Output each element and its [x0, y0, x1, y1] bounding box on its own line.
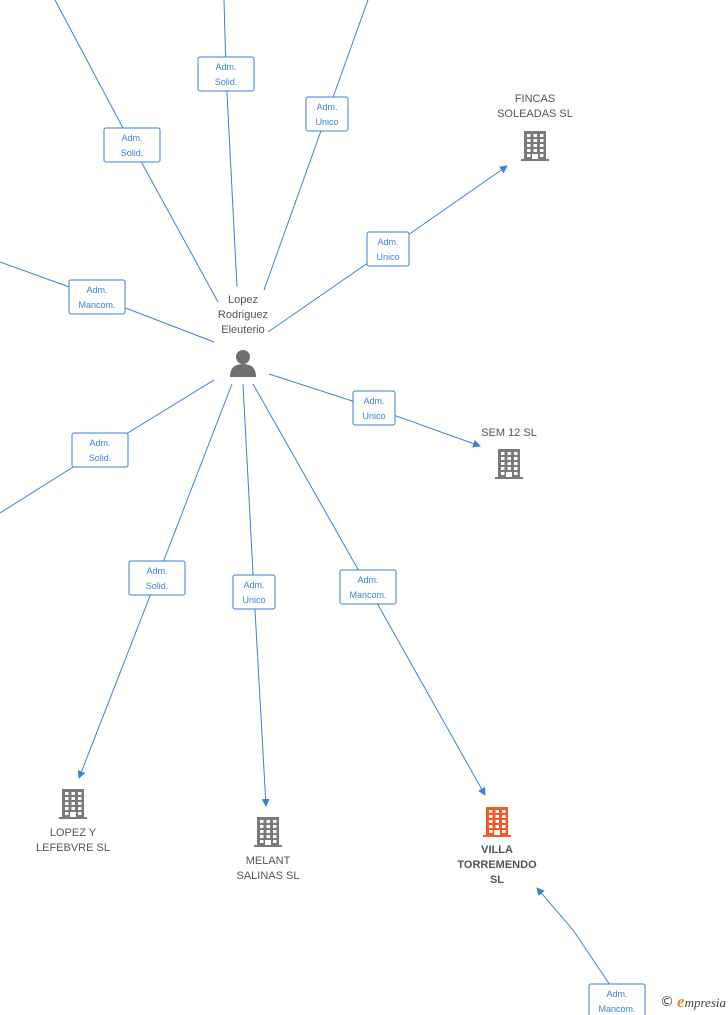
edge-label-text: Adm. [86, 285, 107, 295]
edge-label-text: Unico [376, 252, 399, 262]
edge-label-text: Adm. [215, 62, 236, 72]
company-name: SOLEADAS SL [497, 108, 573, 120]
brand-watermark: © empresia [660, 991, 726, 1013]
person-name: Rodriguez [218, 309, 268, 321]
company-name: SEM 12 SL [481, 427, 537, 439]
person-name: Eleuterio [221, 324, 264, 336]
edge-label-text: Unico [362, 411, 385, 421]
company-node-fincas[interactable]: FINCAS SOLEADAS SL [497, 93, 573, 161]
edge-line [536, 887, 611, 986]
edge-label-text: Adm. [146, 566, 167, 576]
company-node-lopezy[interactable]: LOPEZ Y LEFEBVRE SL [36, 789, 110, 854]
company-name: MELANT [246, 855, 291, 867]
company-node-villa[interactable]: VILLA TORREMENDO SL [457, 807, 537, 886]
company-name: TORREMENDO [457, 859, 537, 871]
edge-label[interactable]: Adm. Solid. [103, 127, 161, 163]
company-name: LOPEZ Y [50, 827, 97, 839]
building-icon [254, 817, 282, 847]
edge-label-text: Mancom. [598, 1004, 635, 1014]
edge-label-text: Adm. [316, 102, 337, 112]
copyright-symbol: © [660, 994, 675, 1010]
edge-label-text: Solid. [215, 77, 238, 87]
edge-label[interactable]: Adm. Mancom. [588, 983, 646, 1015]
edge-line [263, 0, 369, 291]
edge-label[interactable]: Adm. Unico [352, 390, 396, 426]
edge-label[interactable]: Adm. Unico [232, 574, 276, 610]
edge-label-text: Mancom. [78, 300, 115, 310]
company-name: LEFEBVRE SL [36, 842, 110, 854]
brand-logo: empresia [677, 992, 726, 1011]
edge-label-text: Adm. [377, 237, 398, 247]
company-name: SALINAS SL [237, 870, 300, 882]
edge-label-text: Adm. [363, 396, 384, 406]
edge-label[interactable]: Adm. Mancom. [68, 279, 126, 315]
edge-label-text: Solid. [146, 581, 169, 591]
company-name: FINCAS [515, 93, 555, 105]
company-node-sem12[interactable]: SEM 12 SL [481, 427, 537, 479]
edge-label-text: Unico [242, 595, 265, 605]
edge-label[interactable]: Adm. Solid. [197, 56, 255, 92]
edge-line [223, 0, 238, 288]
building-icon [495, 449, 523, 479]
edge-label[interactable]: Adm. Mancom. [339, 569, 397, 605]
building-icon [59, 789, 87, 819]
building-icon [483, 807, 511, 837]
edge-label-text: Adm. [89, 438, 110, 448]
edge-label[interactable]: Adm. Solid. [128, 560, 186, 596]
edge-label-text: Mancom. [349, 590, 386, 600]
edge-label[interactable]: Adm. Solid. [71, 432, 129, 468]
person-name: Lopez [228, 294, 258, 306]
company-node-melant[interactable]: MELANT SALINAS SL [237, 817, 300, 882]
building-icon [521, 131, 549, 161]
edge-label[interactable]: Adm. Unico [305, 96, 349, 132]
edge-label-text: Solid. [89, 453, 112, 463]
person-icon [230, 350, 256, 377]
company-name: VILLA [481, 844, 513, 856]
edge-label[interactable]: Adm. Unico [366, 231, 410, 267]
edge-label-text: Adm. [243, 580, 264, 590]
edge-label-text: Adm. [606, 989, 627, 999]
edge-label-text: Adm. [357, 575, 378, 585]
edge-label-text: Unico [315, 117, 338, 127]
edge-label-text: Adm. [121, 133, 142, 143]
company-name: SL [490, 874, 504, 886]
edge-label-text: Solid. [121, 148, 144, 158]
